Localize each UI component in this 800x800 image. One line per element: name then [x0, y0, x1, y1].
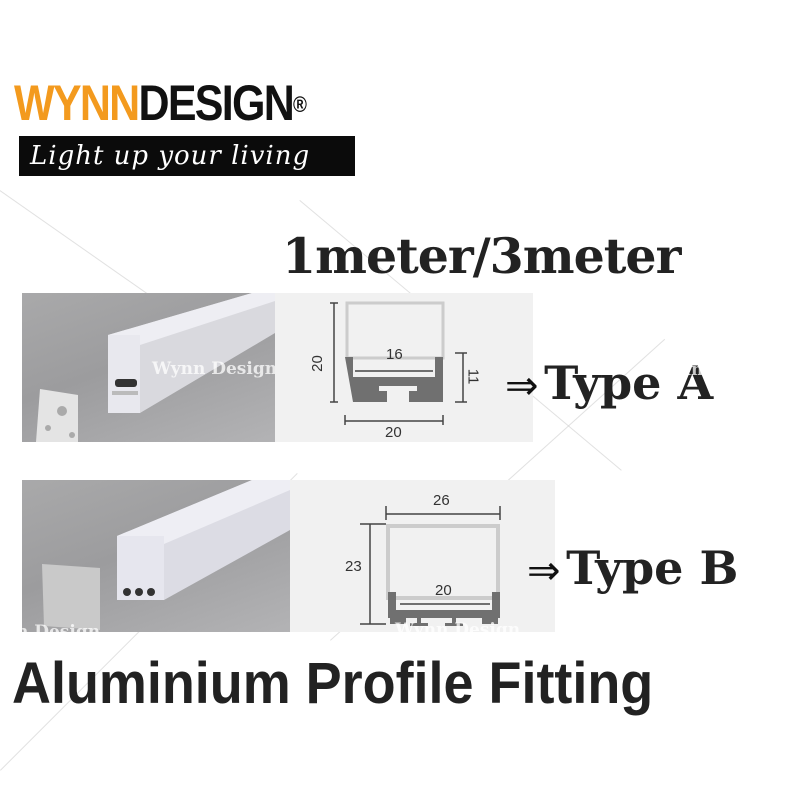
length-title: 1meter/3meter [282, 227, 681, 285]
tagline-bar [19, 136, 355, 176]
cross-section-diagram-type-a: 20 16 11 20 [275, 293, 533, 442]
watermark: Wynn Design [650, 360, 776, 380]
product-photo-type-b [22, 480, 290, 632]
type-a-label: Type A [544, 356, 714, 410]
profile-b-illustration [42, 480, 290, 630]
brand-logo: WYNNDESIGN® [14, 75, 307, 131]
dimension-inner-width: 20 [435, 582, 452, 599]
dimension-inner-width: 16 [386, 346, 403, 363]
type-b-label-group: ⇒ Type B [527, 540, 738, 596]
cross-section-diagram-type-b: 26 23 20 Wynn Design [290, 480, 555, 640]
dimension-height: 20 [308, 355, 326, 372]
arrow-right-icon: ⇒ [505, 363, 539, 409]
footer-title: Aluminium Profile Fitting [12, 651, 654, 716]
profile-a-dimension-drawing [330, 301, 467, 425]
brand-name-black: DESIGN [138, 75, 294, 131]
watermark: Wynn Design [0, 622, 101, 642]
brand-name-orange: WYNN [14, 75, 140, 131]
watermark: Wynn Design [152, 359, 275, 379]
dimension-channel-height: 11 [464, 368, 482, 385]
dimension-height: 23 [345, 558, 362, 575]
product-photo-type-a: Wynn Design [22, 293, 275, 442]
profile-b-dimension-drawing [360, 506, 501, 626]
profile-a-illustration [36, 293, 275, 442]
dimension-outer-width: 20 [385, 424, 402, 441]
type-b-label: Type B [566, 541, 739, 595]
dimension-top-width: 26 [433, 492, 450, 509]
arrow-right-icon: ⇒ [527, 548, 561, 594]
brand-tagline: Light up your living [30, 141, 311, 171]
registered-mark: ® [293, 92, 307, 117]
type-a-label-group: ⇒ Type A [505, 355, 713, 411]
watermark: Wynn Design [395, 620, 521, 640]
